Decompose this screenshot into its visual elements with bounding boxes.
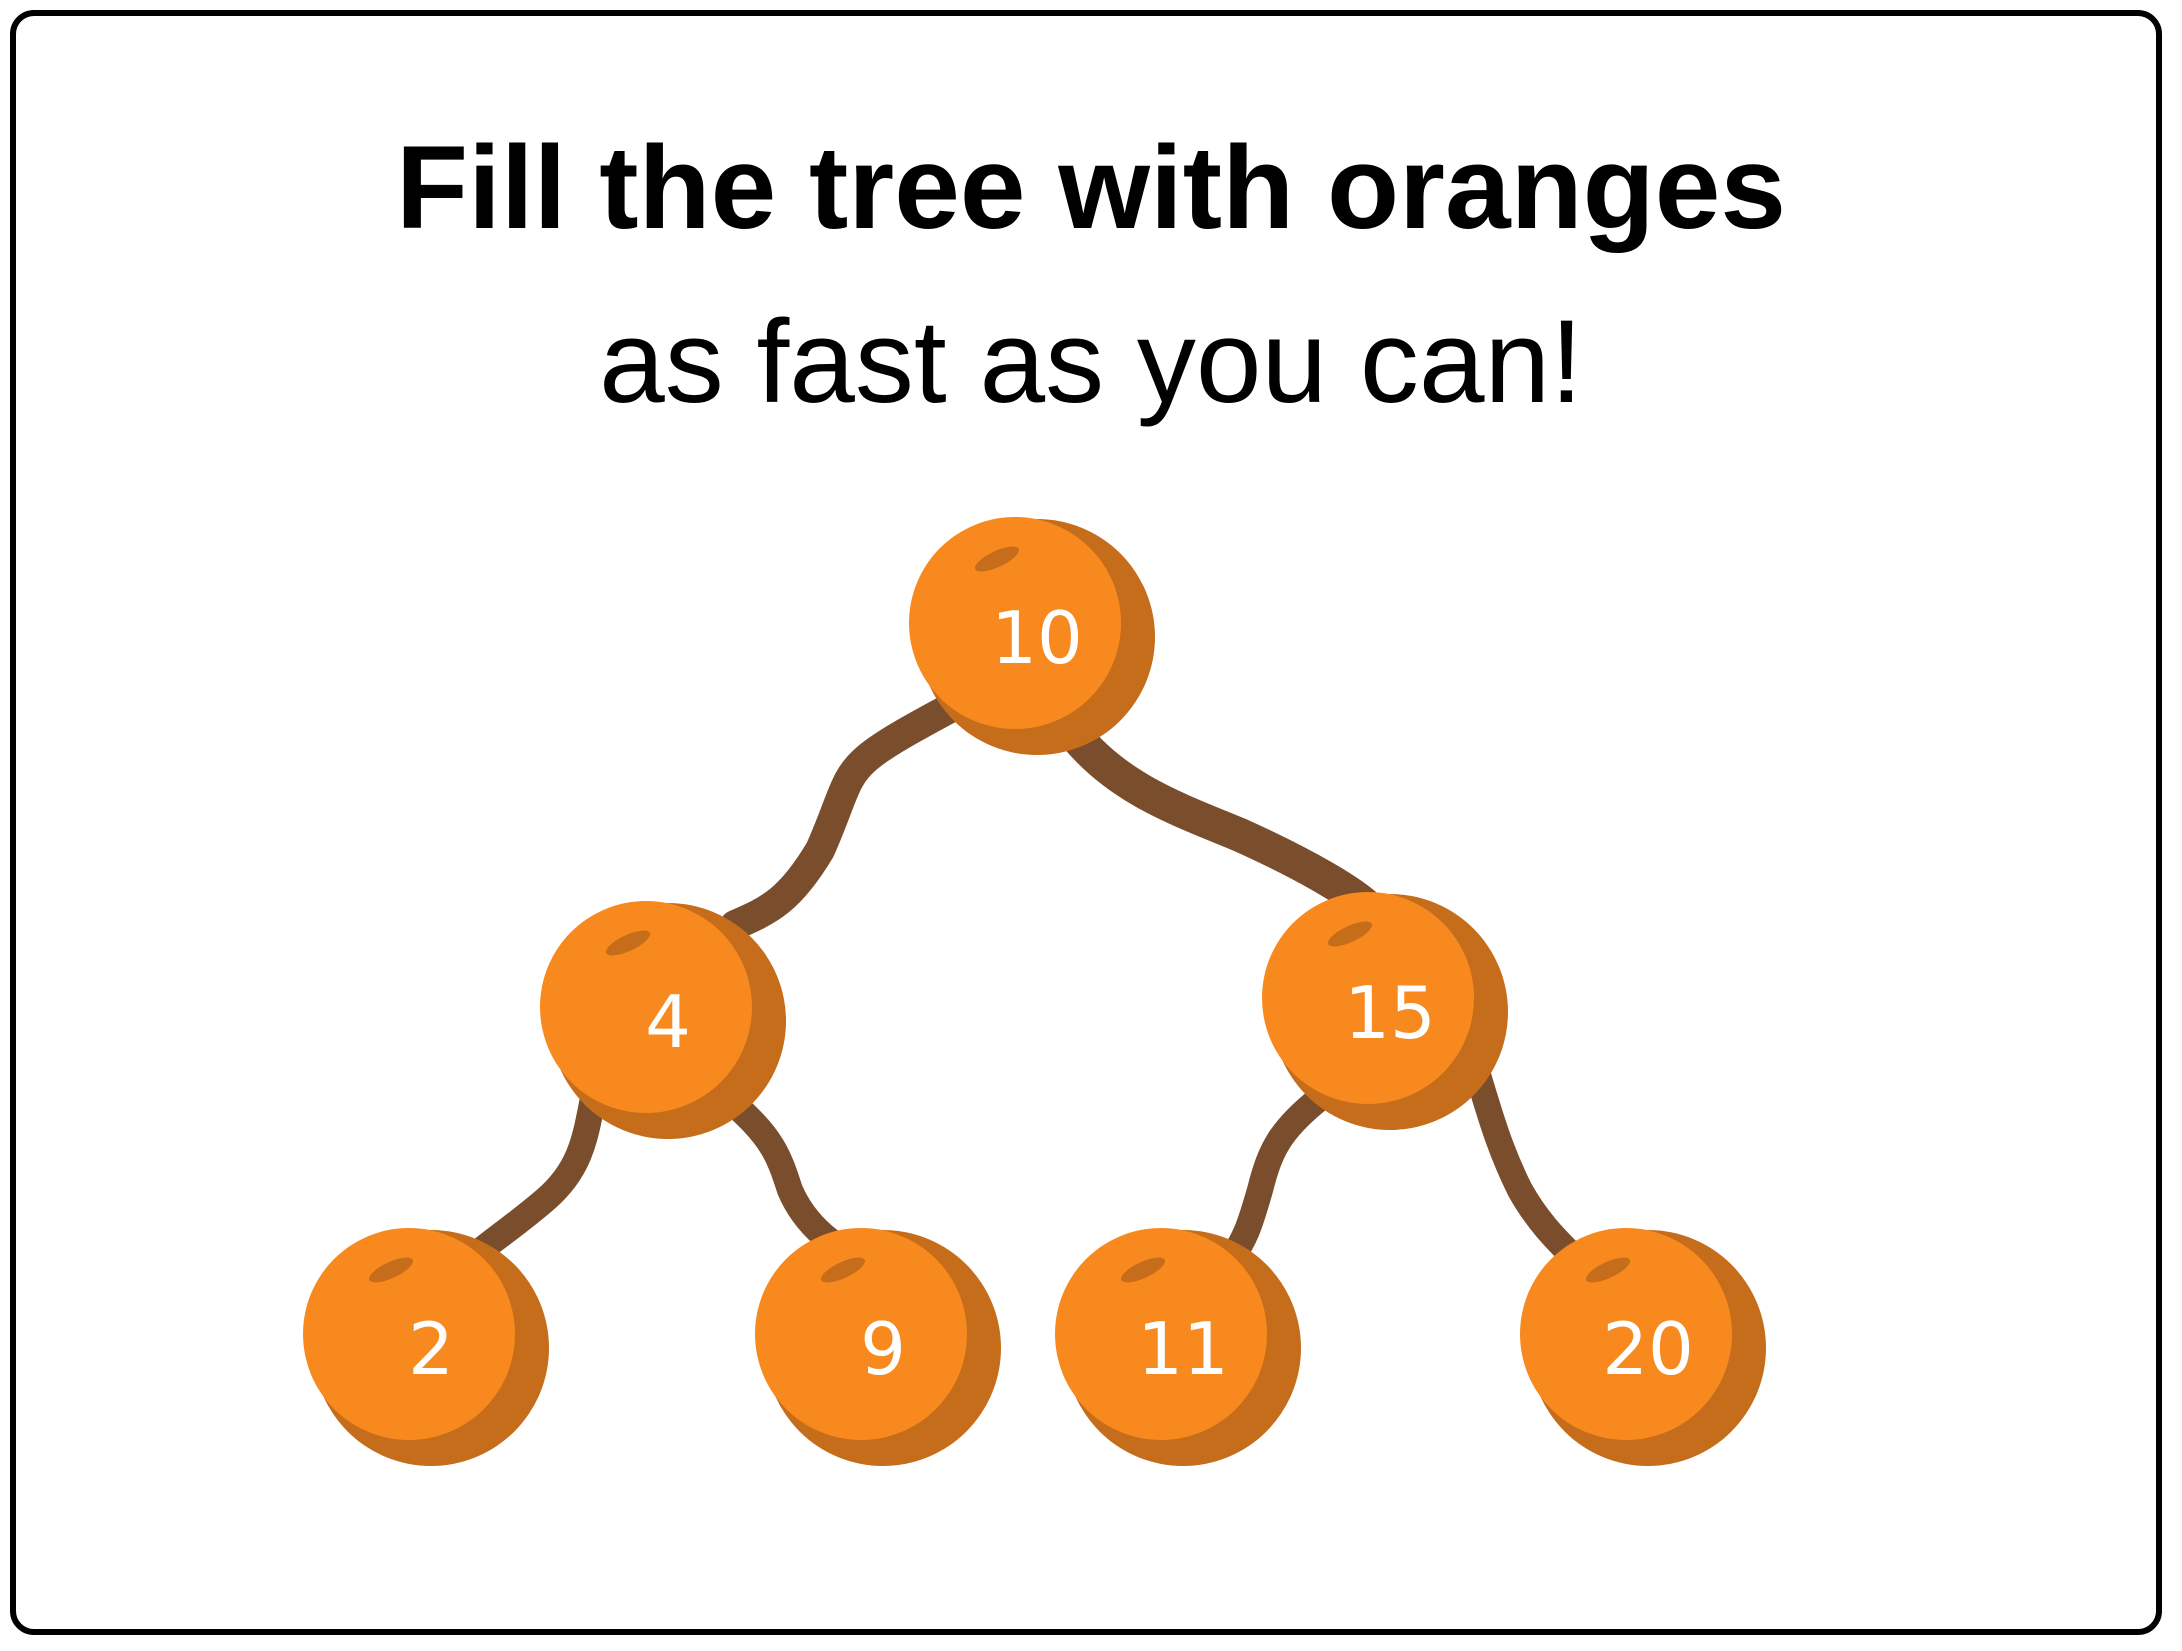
orange-body <box>540 901 752 1113</box>
orange-node-9[interactable]: 9 <box>755 1228 1001 1466</box>
orange-node-4[interactable]: 4 <box>540 901 786 1139</box>
orange-body <box>1262 892 1474 1104</box>
orange-highlight-icon <box>605 930 651 956</box>
subtitle: as fast as you can! <box>599 296 1583 428</box>
node-label: 2 <box>408 1307 454 1391</box>
orange-node-10[interactable]: 10 <box>909 517 1155 755</box>
title: Fill the tree with oranges <box>395 122 1786 254</box>
orange-body <box>755 1228 967 1440</box>
node-label: 15 <box>1344 971 1436 1055</box>
node-label: 11 <box>1137 1307 1229 1391</box>
orange-body <box>1055 1228 1267 1440</box>
tree-nodes: 10 4 15 2 9 11 20 <box>303 517 1766 1466</box>
orange-body <box>1520 1228 1732 1440</box>
orange-highlight-icon <box>368 1257 414 1283</box>
branch-10-4 <box>720 685 980 940</box>
orange-node-2[interactable]: 2 <box>303 1228 549 1466</box>
orange-node-20[interactable]: 20 <box>1520 1228 1766 1466</box>
branch-10-15 <box>1058 718 1392 932</box>
orange-highlight-icon <box>974 546 1020 572</box>
branch-15-11 <box>1217 1085 1333 1273</box>
orange-highlight-icon <box>1120 1257 1166 1283</box>
node-label: 10 <box>991 596 1083 680</box>
orange-highlight-icon <box>1327 921 1373 947</box>
node-label: 20 <box>1602 1307 1694 1391</box>
orange-body <box>303 1228 515 1440</box>
orange-highlight-icon <box>820 1257 866 1283</box>
orange-body <box>909 517 1121 729</box>
orange-node-15[interactable]: 15 <box>1262 892 1508 1130</box>
orange-highlight-icon <box>1585 1257 1631 1283</box>
node-label: 4 <box>645 980 691 1064</box>
branch-4-2 <box>457 1085 606 1273</box>
node-label: 9 <box>860 1307 906 1391</box>
orange-node-11[interactable]: 11 <box>1055 1228 1301 1466</box>
